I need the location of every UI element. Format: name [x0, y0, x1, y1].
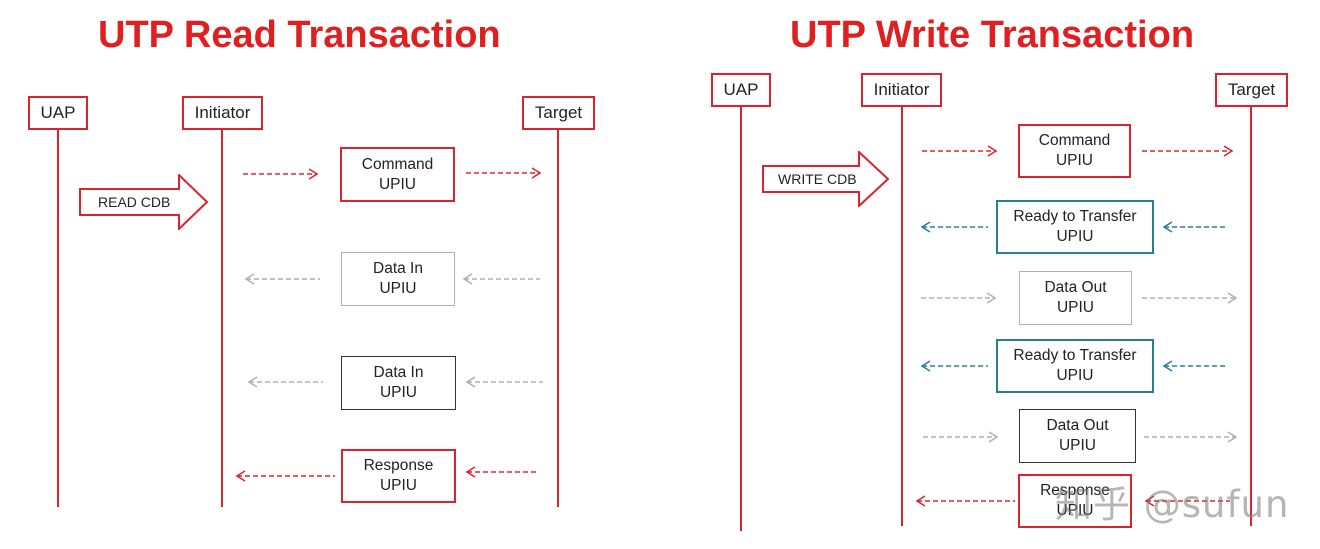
- box-line1: Response: [363, 457, 434, 474]
- write-ready-to-transfer-upiu-2: Ready to Transfer UPIU: [996, 339, 1154, 393]
- read-arrow-command-right: [466, 167, 542, 179]
- write-arrow-response-right: [1144, 495, 1230, 507]
- write-response-upiu: Response UPIU: [1018, 474, 1132, 528]
- box-line2: UPIU: [379, 384, 418, 401]
- write-initiator-actor: Initiator: [861, 73, 942, 107]
- read-arrow-response-right: [465, 466, 539, 478]
- box-line2: UPIU: [1055, 152, 1094, 169]
- write-arrow-dataout1-right: [1142, 292, 1238, 304]
- read-arrow-command-left: [243, 168, 319, 180]
- write-initiator-lifeline: [901, 106, 903, 526]
- box-line2: UPIU: [1056, 299, 1095, 316]
- read-initiator-actor: Initiator: [182, 96, 263, 130]
- read-cdb-arrow: [79, 172, 209, 235]
- box-line1: Response: [1040, 482, 1110, 499]
- box-line1: Ready to Transfer: [1013, 347, 1137, 364]
- write-target-actor: Target: [1215, 73, 1288, 107]
- box-line2: UPIU: [1058, 437, 1097, 454]
- write-arrow-dataout1-left: [921, 292, 997, 304]
- write-arrow-command-right: [1142, 145, 1234, 157]
- read-arrow-datain1-right: [462, 273, 540, 285]
- write-arrow-rtt2-right: [1162, 360, 1228, 372]
- write-arrow-command-left: [922, 145, 998, 157]
- box-line1: Command: [361, 155, 434, 173]
- read-cdb-label: READ CDB: [98, 194, 171, 210]
- write-ready-to-transfer-upiu-1: Ready to Transfer UPIU: [996, 200, 1154, 254]
- write-arrow-response-left: [915, 495, 1015, 507]
- read-command-upiu: Command UPIU: [340, 147, 455, 202]
- write-arrow-rtt1-right: [1162, 221, 1228, 233]
- read-target-actor: Target: [522, 96, 595, 130]
- box-line1: Command: [1038, 132, 1111, 149]
- write-uap-lifeline: [740, 106, 742, 531]
- write-arrow-rtt1-left: [920, 221, 988, 233]
- watermark: 知乎 @sufun: [1055, 483, 1290, 526]
- read-title: UTP Read Transaction: [98, 14, 501, 56]
- read-data-in-upiu-2: Data In UPIU: [341, 356, 456, 410]
- write-command-upiu: Command UPIU: [1018, 124, 1131, 178]
- write-data-out-upiu-2: Data Out UPIU: [1019, 409, 1136, 463]
- box-line2: UPIU: [378, 175, 417, 193]
- read-uap-lifeline: [57, 129, 59, 507]
- box-line1: Data In: [373, 364, 424, 381]
- write-target-lifeline: [1250, 106, 1252, 526]
- box-line1: Data Out: [1044, 279, 1107, 296]
- read-arrow-response-left: [235, 470, 335, 482]
- box-line2: UPIU: [1056, 502, 1094, 519]
- box-line2: UPIU: [1056, 367, 1094, 384]
- box-line1: Data In: [373, 260, 423, 277]
- box-line2: UPIU: [379, 280, 417, 297]
- read-target-lifeline: [557, 129, 559, 507]
- read-arrow-datain2-left: [247, 376, 323, 388]
- write-arrow-rtt2-left: [920, 360, 988, 372]
- write-data-out-upiu-1: Data Out UPIU: [1019, 271, 1132, 325]
- read-response-upiu: Response UPIU: [341, 449, 456, 503]
- write-title: UTP Write Transaction: [790, 14, 1195, 56]
- write-arrow-dataout2-right: [1144, 431, 1238, 443]
- read-data-in-upiu-1: Data In UPIU: [341, 252, 455, 306]
- box-line1: Data Out: [1046, 417, 1109, 434]
- write-arrow-dataout2-left: [923, 431, 999, 443]
- read-arrow-datain2-right: [465, 376, 543, 388]
- write-cdb-label: WRITE CDB: [778, 171, 857, 187]
- box-line2: UPIU: [1056, 228, 1094, 245]
- write-uap-actor: UAP: [711, 73, 771, 107]
- box-line2: UPIU: [379, 477, 418, 494]
- box-line1: Ready to Transfer: [1013, 208, 1137, 225]
- read-uap-actor: UAP: [28, 96, 88, 130]
- read-initiator-lifeline: [221, 129, 223, 507]
- write-cdb-arrow: [762, 149, 892, 212]
- read-arrow-datain1-left: [244, 273, 320, 285]
